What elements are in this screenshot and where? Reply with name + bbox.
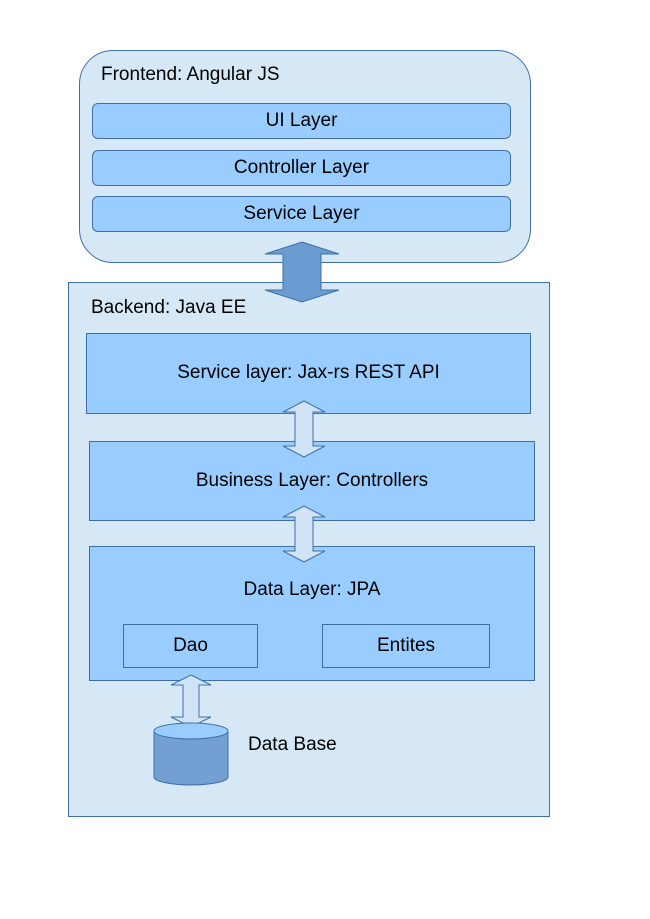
business-data-arrow-icon [282,505,326,563]
dao-database-arrow-icon [170,674,212,728]
ui-layer-box: UI Layer [92,103,511,139]
service-business-arrow-icon [282,400,326,458]
backend-title: Backend: Java EE [91,297,247,318]
controller-layer-box: Controller Layer [92,150,511,186]
business-layer-box: Business Layer: Controllers [89,441,535,521]
frontend-title: Frontend: Angular JS [101,64,280,85]
backend-service-layer-label: Service layer: Jax-rs REST API [177,362,440,383]
entities-box: Entites [322,624,490,668]
dao-box: Dao [123,624,258,668]
service-layer-box: Service Layer [92,196,511,232]
frontend-backend-arrow-icon [264,241,340,303]
database-icon [153,722,229,786]
database-label: Data Base [248,734,337,755]
data-layer-label: Data Layer: JPA [243,579,381,600]
business-layer-label: Business Layer: Controllers [195,470,429,491]
